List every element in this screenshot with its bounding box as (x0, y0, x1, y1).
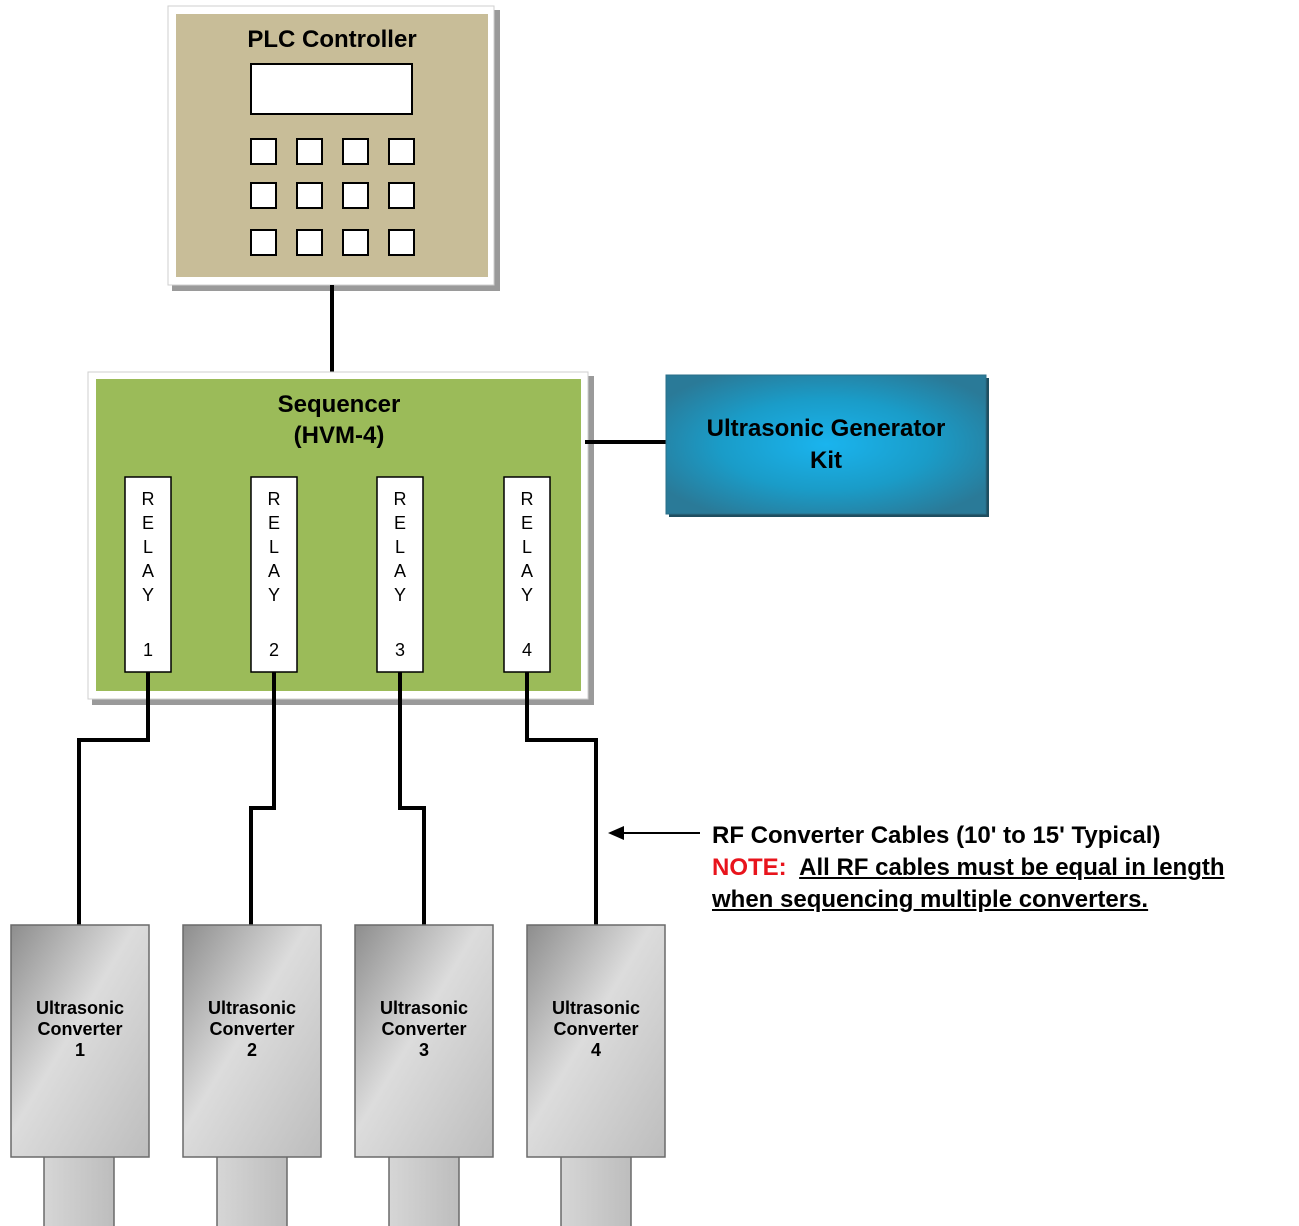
cable-pointer-arrow (608, 826, 700, 840)
converter-label: Converter (209, 1019, 294, 1039)
converter-tip (43, 1154, 115, 1226)
relay-letter: A (521, 561, 533, 581)
sequencer-title: Sequencer (278, 391, 401, 418)
rf-cable-2 (249, 672, 276, 925)
ultrasonic-converter-1: Ultrasonic Converter 1 (10, 924, 150, 1226)
converter-label: Ultrasonic (36, 998, 124, 1018)
relay-letter: R (142, 489, 155, 509)
converter-body (182, 924, 322, 1158)
relay-letter: A (142, 561, 154, 581)
relay-letter: R (394, 489, 407, 509)
plc-key (388, 182, 415, 209)
plc-key (250, 138, 277, 165)
converter-label: Converter (37, 1019, 122, 1039)
plc-key (388, 229, 415, 256)
rf-cable-1 (77, 672, 150, 925)
converter-body (354, 924, 494, 1158)
rf-cable-3 (398, 672, 426, 925)
plc-key (296, 138, 323, 165)
relay-letter: R (521, 489, 534, 509)
plc-key (342, 229, 369, 256)
ultrasonic-converter-4: Ultrasonic Converter 4 (526, 924, 666, 1226)
relay-number: 2 (269, 640, 279, 660)
relay-letter: L (395, 537, 405, 557)
relay-letter: A (268, 561, 280, 581)
relay-2: R E L A Y 2 (250, 476, 298, 673)
relay-1: R E L A Y 1 (124, 476, 172, 673)
relay-letter: L (522, 537, 532, 557)
converter-body (10, 924, 150, 1158)
plc-keypad (250, 138, 415, 256)
relay-letter: E (394, 513, 406, 533)
sequencer-body (96, 379, 581, 691)
note-line-2: when sequencing multiple converters. (712, 886, 1149, 913)
relay-letter: L (143, 537, 153, 557)
relay-letter: E (142, 513, 154, 533)
relay-letter: Y (268, 585, 280, 605)
converter-number: 3 (419, 1040, 429, 1060)
rf-cables (77, 672, 598, 925)
relay-letter: E (521, 513, 533, 533)
plc-body (176, 14, 488, 277)
plc-key (296, 229, 323, 256)
plc-controller: PLC Controller (167, 5, 500, 291)
generator-subtitle: Kit (810, 447, 842, 474)
converter-tip (216, 1154, 288, 1226)
ultrasonic-generator-kit: Ultrasonic Generator Kit (665, 374, 989, 517)
generator-title: Ultrasonic Generator (707, 415, 946, 442)
converter-tip (388, 1154, 460, 1226)
relay-letter: L (269, 537, 279, 557)
cable-note-warning: NOTE: All RF cables must be equal in len… (712, 852, 1292, 884)
converter-body (526, 924, 666, 1158)
relay-number: 1 (143, 640, 153, 660)
cable-note-warning-cont: when sequencing multiple converters. (712, 884, 1292, 916)
converter-label: Ultrasonic (552, 998, 640, 1018)
relay-number: 3 (395, 640, 405, 660)
sequencer-model: (HVM-4) (294, 422, 385, 449)
converter-number: 4 (591, 1040, 601, 1060)
converter-label: Ultrasonic (208, 998, 296, 1018)
plc-key (250, 229, 277, 256)
plc-display (250, 63, 413, 115)
converter-label: Converter (381, 1019, 466, 1039)
plc-key (296, 182, 323, 209)
converter-label: Converter (553, 1019, 638, 1039)
plc-title: PLC Controller (247, 26, 416, 53)
plc-key (250, 182, 277, 209)
ultrasonic-converter-2: Ultrasonic Converter 2 (182, 924, 322, 1226)
converter-number: 2 (247, 1040, 257, 1060)
note-line-1: All RF cables must be equal in length (799, 854, 1225, 881)
relay-letter: Y (142, 585, 154, 605)
relay-letter: E (268, 513, 280, 533)
relay-4: R E L A Y 4 (503, 476, 551, 673)
converter-tip (560, 1154, 632, 1226)
relay-letter: R (268, 489, 281, 509)
plc-key (342, 138, 369, 165)
relay-letter: Y (521, 585, 533, 605)
plc-key (388, 138, 415, 165)
relay-letter: A (394, 561, 406, 581)
cable-note-label: RF Converter Cables (10' to 15' Typical) (712, 822, 1161, 849)
converter-number: 1 (75, 1040, 85, 1060)
cable-note: RF Converter Cables (10' to 15' Typical)… (712, 820, 1292, 916)
rf-cable-4 (525, 672, 598, 925)
relay-3: R E L A Y 3 (376, 476, 424, 673)
ultrasonic-converter-3: Ultrasonic Converter 3 (354, 924, 494, 1226)
relay-letter: Y (394, 585, 406, 605)
plc-key (342, 182, 369, 209)
note-prefix: NOTE: (712, 854, 787, 881)
converter-label: Ultrasonic (380, 998, 468, 1018)
relay-number: 4 (522, 640, 532, 660)
